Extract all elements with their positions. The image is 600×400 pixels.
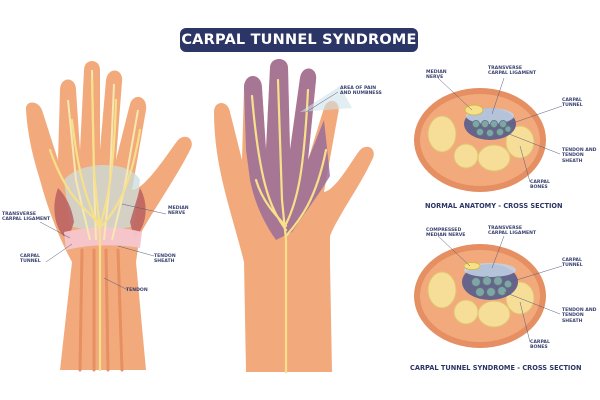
- forearm-tendons: [78, 248, 124, 372]
- normal-bone-scaphoid: [453, 143, 479, 169]
- normal-caption: NORMAL ANATOMY - CROSS SECTION: [425, 202, 563, 210]
- anatomy-hand: [25, 61, 192, 372]
- syndrome-cross-section: [414, 235, 563, 348]
- normal-label-carpal-tunnel: CARPAL TUNNEL: [562, 98, 583, 109]
- normal-median-nerve: [464, 104, 484, 116]
- syndrome-caption: CARPAL TUNNEL SYNDROME - CROSS SECTION: [410, 364, 582, 372]
- pain-area: [244, 59, 330, 240]
- label-text: TENDON SHEATH: [154, 254, 176, 265]
- syndrome-bone-trapezium: [427, 271, 457, 309]
- label-text: CARPAL TUNNEL: [20, 254, 41, 265]
- label-transverse-carpal-ligament: TRANSVERSE CARPAL LIGAMENT: [2, 212, 50, 223]
- syndrome-bone-capitate: [477, 300, 511, 328]
- label-text: CARPAL BONES: [530, 340, 550, 351]
- label-text: MEDIAN NERVE: [426, 70, 447, 81]
- page-title: CARPAL TUNNEL SYNDROME: [181, 32, 417, 48]
- label-text: TENDON: [126, 288, 148, 293]
- hypothenar-muscle: [130, 188, 146, 238]
- normal-cross-section: [414, 77, 563, 192]
- normal-tendons: [472, 119, 512, 137]
- normal-label-median-nerve: MEDIAN NERVE: [426, 70, 447, 81]
- hand-leaders: [39, 91, 339, 291]
- pain-hand-nerve: [250, 78, 328, 374]
- label-area-of-pain: AREA OF PAIN AND NUMBNESS: [340, 86, 382, 97]
- median-nerve: [48, 78, 142, 372]
- label-text: TENDON AND TENDON SHEATH: [562, 308, 597, 324]
- normal-bone-trapezium: [427, 115, 457, 153]
- label-text: TRANSVERSE CARPAL LIGAMENT: [488, 66, 537, 77]
- label-median-nerve: MEDIAN NERVE: [168, 206, 189, 217]
- normal-label-tendon-sheath: TENDON AND TENDON SHEATH: [562, 148, 600, 164]
- label-tendon: TENDON: [126, 288, 148, 293]
- label-text: TRANSVERSE CARPAL LIGAMENT: [488, 226, 537, 237]
- normal-label-transverse-ligament: TRANSVERSE CARPAL LIGAMENT: [488, 66, 536, 77]
- syndrome-median-nerve: [463, 261, 481, 271]
- transverse-carpal-ligament: [64, 227, 142, 250]
- label-text: CARPAL TUNNEL: [562, 258, 583, 269]
- label-text: AREA OF PAIN AND NUMBNESS: [340, 86, 382, 97]
- syndrome-leaders: [437, 235, 563, 343]
- normal-leaders: [437, 77, 563, 183]
- label-text: COMPRESSED MEDIAN NERVE: [426, 228, 466, 239]
- syndrome-label-tendon-sheath: TENDON AND TENDON SHEATH: [562, 308, 600, 324]
- title-banner: CARPAL TUNNEL SYNDROME: [180, 28, 418, 52]
- label-carpal-tunnel: CARPAL TUNNEL: [20, 254, 41, 265]
- label-text: CARPAL BONES: [530, 180, 550, 191]
- syndrome-tendons: [471, 276, 513, 297]
- label-text: MEDIAN NERVE: [168, 206, 189, 217]
- pain-callout-fan: [300, 86, 352, 112]
- label-text: TENDON AND TENDON SHEATH: [562, 148, 597, 164]
- syndrome-label-transverse-ligament: TRANSVERSE CARPAL LIGAMENT: [488, 226, 536, 237]
- syndrome-label-carpal-bones: CARPAL BONES: [530, 340, 550, 351]
- label-text: CARPAL TUNNEL: [562, 98, 583, 109]
- label-text: TRANSVERSE CARPAL LIGAMENT: [2, 212, 51, 223]
- syndrome-bone-scaphoid: [453, 299, 479, 325]
- pain-hand: [214, 59, 374, 374]
- normal-label-carpal-bones: CARPAL BONES: [530, 180, 550, 191]
- label-tendon-sheath: TENDON SHEATH: [154, 254, 176, 265]
- syndrome-label-median-nerve: COMPRESSED MEDIAN NERVE: [426, 228, 465, 239]
- syndrome-label-carpal-tunnel: CARPAL TUNNEL: [562, 258, 583, 269]
- normal-bone-capitate: [477, 144, 511, 172]
- normal-bone-hamate: [505, 125, 535, 159]
- thenar-muscle: [54, 188, 74, 240]
